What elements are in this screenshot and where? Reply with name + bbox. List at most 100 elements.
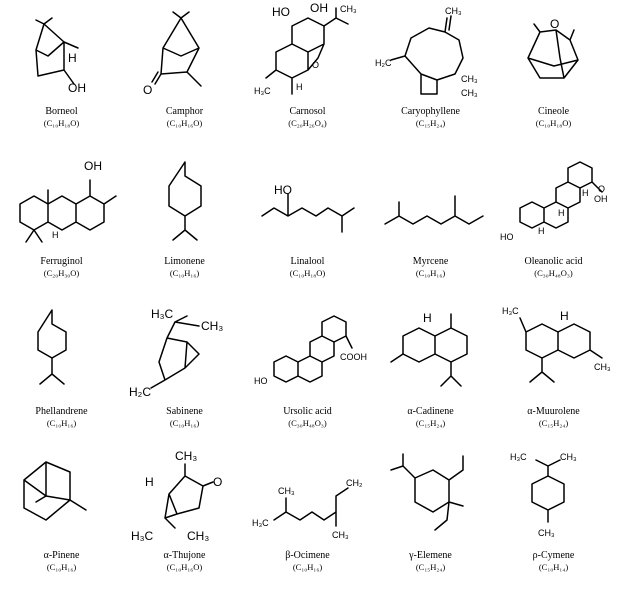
- compound-name: Phellandrene: [35, 406, 88, 417]
- atom-label: CH₃: [278, 486, 295, 496]
- atom-label: H: [145, 475, 154, 489]
- atom-label: O: [598, 184, 605, 194]
- compound-cell-camphor: O Camphor (C₁₀H₁₆O): [123, 0, 246, 146]
- structure-myrcene: [384, 195, 484, 225]
- atom-label: H₃C: [252, 518, 269, 528]
- atom-label: H₃C: [510, 452, 527, 462]
- compound-formula: (C₁₀H₁₈O): [43, 118, 80, 128]
- atom-label: H: [560, 309, 569, 323]
- atom-label: H₂C: [375, 58, 392, 68]
- atom-label: H₃C: [151, 307, 174, 321]
- structure-rho-cymene: H₃C CH₃ CH₃: [510, 452, 577, 538]
- structure-beta-ocimene: CH₃ CH₂ H₃C CH₃: [252, 478, 363, 540]
- compound-name: Carnosol: [289, 106, 326, 117]
- compound-cell-ferruginol: OH H Ferruginol (C₂₀H₃₀O): [0, 150, 123, 296]
- atom-label: CH₃: [332, 530, 349, 540]
- compound-cell-cineole: O Cineole (C₁₀H₁₈O): [492, 0, 615, 146]
- structure-phellandrene: [37, 309, 67, 385]
- compound-formula: (C₁₀H₁₆): [169, 268, 200, 278]
- compound-name: Oleanolic acid: [524, 256, 583, 267]
- structure-ursolic-acid: COOH HO: [254, 315, 367, 386]
- structure-alpha-muurolene: H₃C H CH₃: [502, 306, 611, 383]
- compound-formula: (C₁₀H₁₈O): [289, 268, 326, 278]
- structure-borneol: H OH: [35, 17, 86, 95]
- atom-label: O: [312, 60, 319, 70]
- compound-formula: (C₁₀H₁₄): [538, 562, 569, 572]
- compound-formula: (C₁₀H₁₆): [46, 562, 77, 572]
- compound-cell-alpha-cadinene: H α-Cadinene (C₁₅H₂₄): [369, 300, 492, 446]
- atom-label: H₃C: [254, 86, 271, 96]
- compound-name: Ferruginol: [40, 256, 83, 267]
- compound-formula: (C₁₀H₁₆): [169, 418, 200, 428]
- compound-cell-myrcene: Myrcene (C₁₀H₁₆): [369, 150, 492, 296]
- atom-label: CH₃: [175, 449, 197, 463]
- compound-name: Limonene: [164, 256, 205, 267]
- structure-alpha-cadinene: H: [390, 311, 468, 387]
- atom-label: H: [52, 230, 59, 240]
- compound-name: α-Cadinene: [407, 406, 454, 417]
- structure-oleanolic-acid: OH O HO H H H: [500, 161, 608, 242]
- compound-formula: (C₁₅H₂₄): [415, 418, 446, 428]
- atom-label: CH₃: [445, 6, 462, 16]
- compound-formula: (C₁₀H₁₆O): [166, 562, 203, 572]
- compound-cell-oleanolic-acid: OH O HO H H H Oleanolic acid (C₃₀H₄₈O₃): [492, 150, 615, 296]
- compound-formula: (C₁₀H₁₆): [292, 562, 323, 572]
- compound-formula: (C₂₀H₂₆O₄): [288, 118, 327, 128]
- compound-formula: (C₁₅H₂₄): [538, 418, 569, 428]
- atom-label: CH₃: [594, 362, 611, 372]
- atom-label: CH₃: [201, 319, 223, 333]
- compound-cell-linalool: HO Linalool (C₁₀H₁₈O): [246, 150, 369, 296]
- compound-name: Camphor: [165, 106, 204, 117]
- compound-name: β-Ocimene: [285, 550, 330, 561]
- structure-carnosol: HO OH H₃C CH₃ O H: [254, 1, 357, 96]
- compound-cell-sabinene: H₃C CH₃ H₂C Sabinene (C₁₀H₁₆): [123, 300, 246, 446]
- compound-name: Borneol: [45, 106, 78, 117]
- compound-cell-alpha-pinene: α-Pinene (C₁₀H₁₆): [0, 444, 123, 590]
- compound-name: Ursolic acid: [283, 406, 332, 417]
- atom-label: OH: [310, 1, 328, 15]
- compound-formula: (C₁₅H₂₄): [415, 562, 446, 572]
- compound-cell-alpha-thujone: CH₃ O H H₃C CH₃ α-Thujone (C₁₀H₁₆O): [123, 444, 246, 590]
- compound-name: Linalool: [290, 256, 325, 267]
- structure-ferruginol: OH H: [19, 159, 117, 243]
- structure-gamma-elemene: [390, 453, 464, 531]
- compound-name: α-Muurolene: [527, 406, 580, 417]
- compound-name: Sabinene: [166, 406, 203, 417]
- compound-formula: (C₁₅H₂₄): [415, 118, 446, 128]
- atom-label: CH₃: [340, 4, 357, 14]
- atom-label: HO: [272, 5, 290, 19]
- compound-name: Cineole: [537, 106, 570, 117]
- structure-sabinene: H₃C CH₃ H₂C: [129, 307, 223, 399]
- compound-cell-borneol: H OH Borneol (C₁₀H₁₈O): [0, 0, 123, 146]
- atom-label: HO: [274, 183, 292, 197]
- atom-label: H₃C: [131, 529, 154, 543]
- atom-label: CH₃: [560, 452, 577, 462]
- compound-formula: (C₁₀H₁₆): [415, 268, 446, 278]
- compound-formula: (C₃₀H₄₈O₃): [534, 268, 573, 278]
- compound-name: Caryophyllene: [401, 106, 460, 117]
- atom-label: OH: [594, 194, 608, 204]
- atom-label: OH: [68, 81, 86, 95]
- structure-linalool: HO: [261, 183, 355, 233]
- compound-cell-limonene: Limonene (C₁₀H₁₆): [123, 150, 246, 296]
- compound-cell-beta-ocimene: CH₃ CH₂ H₃C CH₃ β-Ocimene (C₁₀H₁₆): [246, 444, 369, 590]
- compound-formula: (C₁₀H₁₈O): [535, 118, 572, 128]
- atom-label: H: [296, 82, 303, 92]
- compound-formula: (C₃₀H₄₈O₃): [288, 418, 327, 428]
- compound-cell-alpha-muurolene: H₃C H CH₃ α-Muurolene (C₁₅H₂₄): [492, 300, 615, 446]
- atom-label: H₂C: [129, 385, 151, 399]
- compound-cell-ursolic-acid: COOH HO Ursolic acid (C₃₀H₄₈O₃): [246, 300, 369, 446]
- structure-alpha-pinene: [23, 461, 87, 521]
- atom-label: HO: [500, 232, 514, 242]
- atom-label: H: [538, 226, 545, 236]
- compound-name: α-Pinene: [43, 550, 80, 561]
- structure-camphor: O: [143, 11, 202, 97]
- atom-label: CH₃: [461, 74, 478, 84]
- compound-cell-gamma-elemene: γ-Elemene (C₁₅H₂₄): [369, 444, 492, 590]
- structure-caryophyllene: CH₃ H₂C CH₃ CH₃: [375, 6, 478, 98]
- compound-cell-phellandrene: Phellandrene (C₁₀H₁₆): [0, 300, 123, 446]
- atom-label: CH₃: [461, 88, 478, 98]
- atom-label: O: [143, 83, 152, 97]
- compound-cell-rho-cymene: H₃C CH₃ CH₃ ρ-Cymene (C₁₀H₁₄): [492, 444, 615, 590]
- atom-label: HO: [254, 376, 268, 386]
